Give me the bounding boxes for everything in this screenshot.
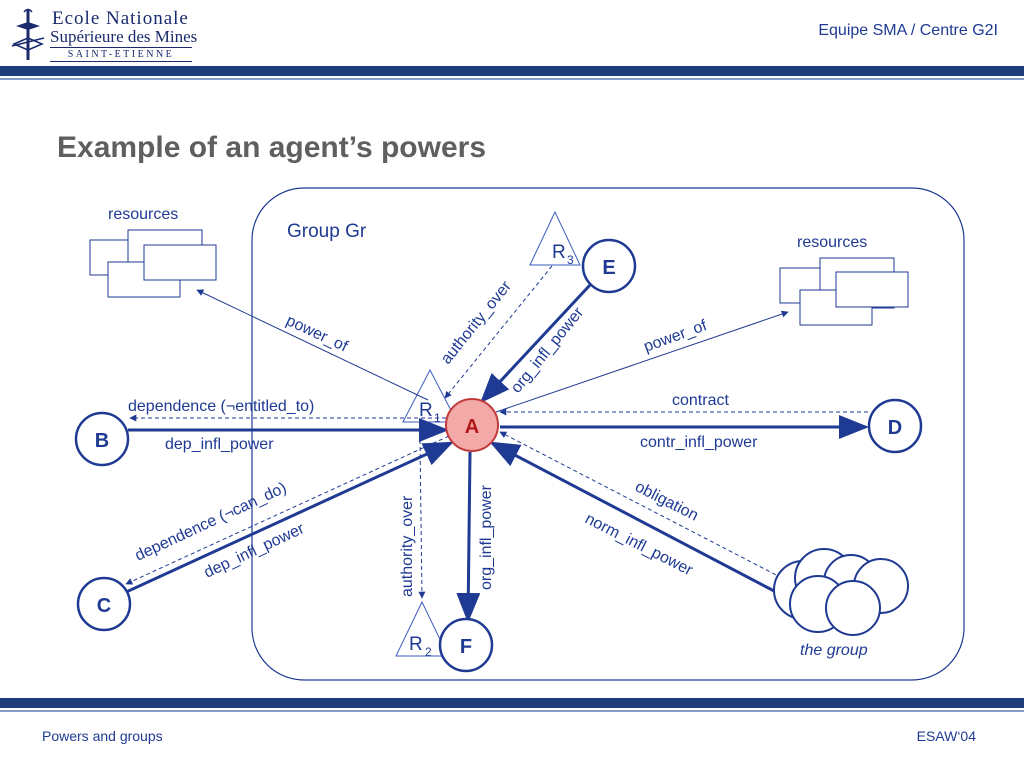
resources-left <box>89 229 217 298</box>
footer-conference: ESAW‘04 <box>916 728 976 744</box>
logo-line-2: Supérieure des Mines <box>50 27 198 46</box>
edge-authority-over-bottom <box>418 439 426 599</box>
logo-line-3: SAINT-ETIENNE <box>50 47 192 62</box>
group-boundary <box>251 187 965 681</box>
edge-authority-over-top <box>444 265 553 399</box>
team-label: Equipe SMA / Centre G2I <box>818 22 998 39</box>
top-divider <box>0 66 1024 76</box>
group-label: Group Gr <box>287 221 367 242</box>
role-r3: R 3 <box>529 210 581 267</box>
label-authority-over-top: authority_over <box>438 278 515 368</box>
the-group-cluster <box>773 548 909 636</box>
edge-org-infl-power-top <box>479 283 592 404</box>
edge-norm-infl-power <box>489 441 777 594</box>
label-power-of-left: power_of <box>283 312 350 355</box>
role-r2-label: R <box>409 634 423 655</box>
edge-org-infl-power-bottom <box>456 451 481 623</box>
mines-crest-icon <box>11 8 45 60</box>
resources-left-label: resources <box>108 206 178 223</box>
label-dependence-entitled: dependence (¬entitled_to) <box>128 398 314 415</box>
edge-power-of-right <box>495 310 789 413</box>
node-a-label: A <box>465 416 479 438</box>
node-a: A <box>445 398 499 452</box>
school-logo: Ecole Nationale Supérieure des Mines SAI… <box>10 6 200 64</box>
node-d: D <box>867 398 923 454</box>
node-b-label: B <box>95 430 109 452</box>
label-obligation: obligation <box>632 478 701 524</box>
role-r3-label: R <box>552 242 566 263</box>
label-org-infl-power-bottom: org_infl_power <box>478 484 495 590</box>
role-r2-subscript: 2 <box>425 645 432 659</box>
label-contr-infl-power: contr_infl_power <box>640 434 758 451</box>
node-d-label: D <box>888 417 902 439</box>
node-b: B <box>74 411 130 467</box>
label-org-infl-power-top: org_infl_power <box>508 304 588 397</box>
logo-line-1: Ecole Nationale <box>52 8 189 29</box>
role-r1-label: R <box>419 400 433 421</box>
node-e-label: E <box>602 257 615 279</box>
resources-right <box>779 257 909 326</box>
label-contract: contract <box>672 392 729 409</box>
label-dep-infl-power-b: dep_infl_power <box>165 436 274 453</box>
node-f-label: F <box>460 636 472 658</box>
label-authority-over-bottom: authority_over <box>399 495 416 597</box>
role-r1: R 1 <box>402 368 458 425</box>
node-c: C <box>76 576 132 632</box>
the-group-label: the group <box>800 642 868 659</box>
edge-dependence-can-do <box>125 435 450 585</box>
role-r3-subscript: 3 <box>567 253 574 267</box>
role-r2: R 2 <box>395 600 449 659</box>
edge-obligation <box>499 431 783 579</box>
bottom-divider <box>0 698 1024 708</box>
edge-power-of-left <box>196 289 429 401</box>
top-divider-thin <box>0 78 1024 80</box>
node-c-label: C <box>97 595 111 617</box>
slide-title: Example of an agent’s powers <box>57 131 487 164</box>
edge-dep-infl-power-c <box>123 441 454 595</box>
footer-topic: Powers and groups <box>42 728 163 744</box>
node-e: E <box>581 238 637 294</box>
bottom-divider-thin <box>0 710 1024 712</box>
resources-right-label: resources <box>797 234 867 251</box>
node-f: F <box>438 617 494 673</box>
